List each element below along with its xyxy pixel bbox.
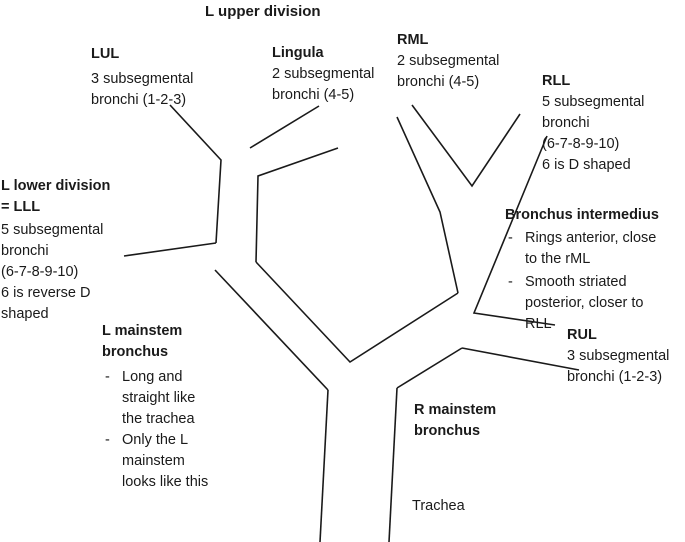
carina-wall [255,261,459,364]
bullet-line: Rings anterior, close [525,230,657,246]
lingula-inner-wall [255,147,339,263]
trachea-left-wall [319,389,329,542]
lll-line: 6 is reverse D [1,285,91,301]
header-title: L upper division [205,3,321,20]
rul-line: 3 subsegmental [567,348,670,364]
bullet-line: looks like this [122,474,209,490]
lul-title: LUL [91,46,120,62]
lingula-line: 2 subsegmental [272,66,375,82]
label-rll: RLL 5 subsegmental bronchi (6-7-8-9-10) … [542,71,644,176]
left-mainstem-outer-wall [214,269,329,391]
trachea-text: Trachea [412,498,465,514]
lingula-title: Lingula [272,45,324,61]
l-mainstem-bullets: Long and straight like the trachea Only … [102,367,208,493]
r-mainstem-title: bronchus [414,423,481,439]
bullet-line: Long and [122,369,183,385]
rml-line: 2 subsegmental [397,53,500,69]
right-mainstem-outer-wall [396,347,463,389]
label-trachea: Trachea [412,496,465,517]
lul-line: bronchi (1-2-3) [91,92,187,108]
rml-title: RML [397,32,429,48]
bullet-line: RLL [525,316,552,332]
left-lower-division-branch [123,242,217,257]
bullet-line: Smooth striated [525,274,627,290]
rul-line: bronchi (1-2-3) [567,369,663,385]
bullet-item: Long and straight like the trachea [102,367,208,430]
bullet-line: the trachea [122,411,195,427]
l-mainstem-title: bronchus [102,344,169,360]
bullet-line: Only the L [122,432,189,448]
r-mainstem-title: R mainstem [414,402,497,418]
label-rul: RUL 3 subsegmental bronchi (1-2-3) [567,325,669,388]
lll-line: (6-7-8-9-10) [1,264,79,280]
rll-line: (6-7-8-9-10) [542,136,620,152]
bullet-line: to the rML [525,251,591,267]
left-upper-division-stem [169,104,222,244]
lll-title: = LLL [1,199,41,215]
lll-title: L lower division [1,178,111,194]
rll-line: 5 subsegmental [542,94,645,110]
rml-line: bronchi (4-5) [397,74,480,90]
lll-line: bronchi [1,243,49,259]
label-lll: L lower division = LLL 5 subsegmental br… [1,176,110,325]
label-lingula: Lingula 2 subsegmental bronchi (4-5) [272,43,374,106]
label-rml: RML 2 subsegmental bronchi (4-5) [397,30,499,93]
trachea-right-wall [388,387,398,542]
bullet-line: mainstem [122,453,185,469]
lingula-line: bronchi (4-5) [272,87,355,103]
label-lul: LUL 3 subsegmental bronchi (1-2-3) [91,44,193,111]
l-mainstem-title: L mainstem [102,323,183,339]
bullet-item: Rings anterior, close to the rML [505,228,659,270]
rul-lower-wall [461,347,580,371]
bullet-line: straight like [122,390,196,406]
bronchus-intermedius-title: Bronchus intermedius [505,207,659,223]
bronchus-intermedius-left-wall [396,116,459,294]
label-bronchus-intermedius: Bronchus intermedius Rings anterior, clo… [505,205,659,335]
label-l-mainstem: L mainstem bronchus Long and straight li… [102,321,208,493]
rul-title: RUL [567,327,597,343]
header-l-upper-division: L upper division [205,1,321,22]
bullet-line: posterior, closer to [525,295,644,311]
rll-title: RLL [542,73,571,89]
lll-line: shaped [1,306,49,322]
rll-line: bronchi [542,115,590,131]
bronchus-intermedius-bullets: Rings anterior, close to the rML Smooth … [505,228,659,335]
label-r-mainstem: R mainstem bronchus [414,400,496,442]
rll-line: 6 is D shaped [542,157,631,173]
bullet-item: Smooth striated posterior, closer to RLL [505,272,659,335]
lll-line: 5 subsegmental [1,222,104,238]
lul-lingula-branch [249,105,320,149]
bullet-item: Only the L mainstem looks like this [102,430,208,493]
lul-line: 3 subsegmental [91,71,194,87]
rml-rll-branch [411,104,521,188]
